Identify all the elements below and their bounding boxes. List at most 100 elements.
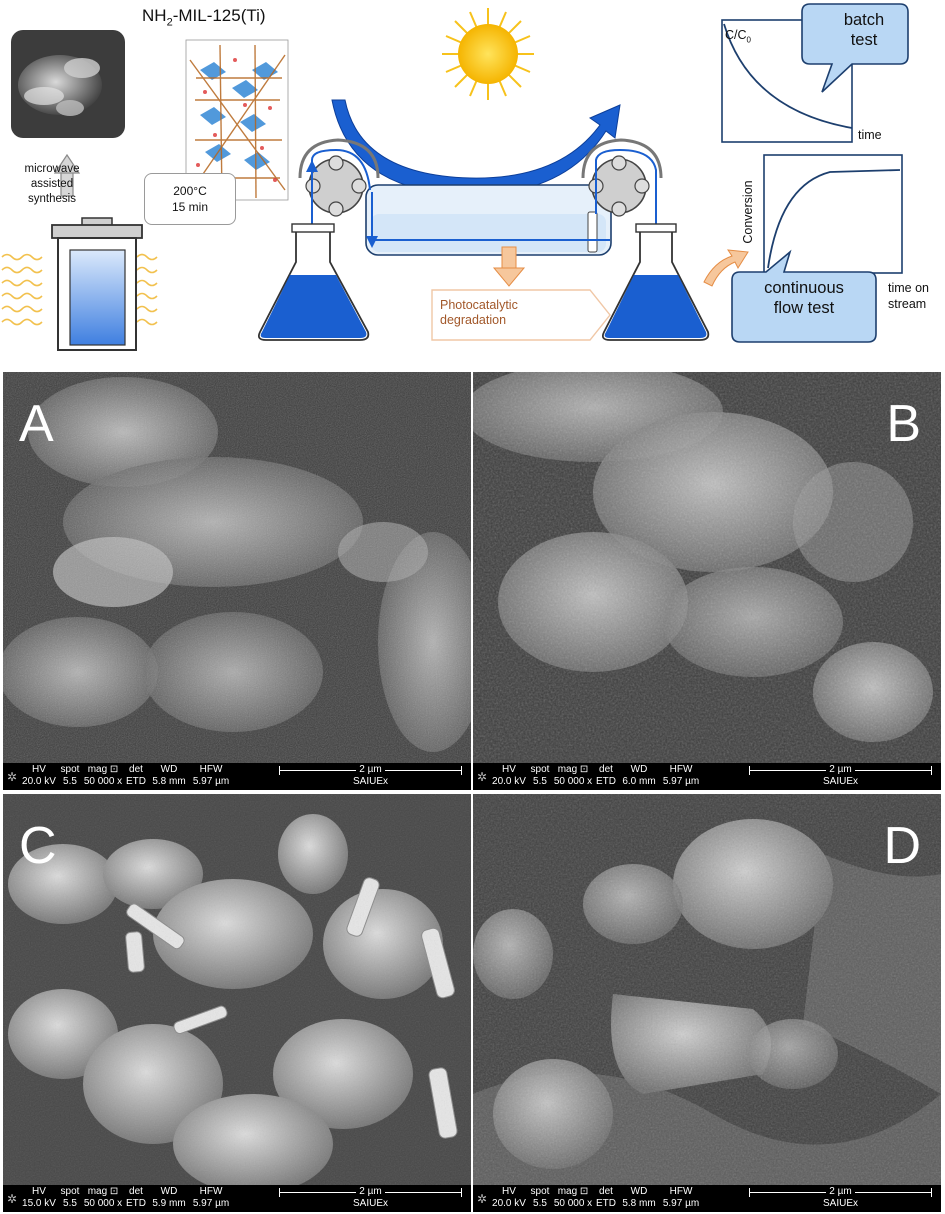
databar-header: HV bbox=[502, 764, 516, 775]
sem-thumbnail bbox=[11, 30, 125, 138]
databar-value: ETD bbox=[126, 1198, 146, 1209]
databar-header: det bbox=[129, 764, 143, 775]
databar-header: HV bbox=[32, 764, 46, 775]
databar-header: spot bbox=[60, 764, 80, 775]
databar-header: HV bbox=[32, 1186, 46, 1197]
databar-value: 5.5 bbox=[533, 1198, 547, 1209]
conditions-bubble: 200°C 15 min bbox=[144, 173, 236, 225]
sem-settings-icon: ✲ bbox=[477, 770, 488, 784]
instrument-label: SAIUEx bbox=[352, 776, 388, 787]
scale-bar-label: 2 µm bbox=[826, 1186, 855, 1197]
databar-value: 5.5 bbox=[533, 776, 547, 787]
flask-left-icon bbox=[257, 223, 370, 341]
databar-value: 5.97 µm bbox=[192, 1198, 230, 1209]
flow-plot bbox=[731, 154, 903, 343]
sem-panel-a: A ✲ HV spot mag ⊡ det WD HFW 20.0 kV 5.5… bbox=[3, 372, 471, 790]
peristaltic-pump-left-icon bbox=[298, 138, 380, 320]
databar-header: HFW bbox=[199, 764, 223, 775]
flow-reactor-icon bbox=[365, 184, 612, 256]
databar-header: det bbox=[129, 1186, 143, 1197]
databar-value: 20.0 kV bbox=[22, 776, 56, 787]
batch-callout: batch test bbox=[843, 11, 885, 49]
peristaltic-pump-right-icon bbox=[581, 138, 663, 274]
databar-header: spot bbox=[60, 1186, 80, 1197]
scale-bar: 2 µm SAIUEx bbox=[743, 763, 938, 790]
databar-header: mag ⊡ bbox=[557, 1186, 589, 1197]
panel-label: C bbox=[19, 817, 57, 875]
databar-value: 5.8 mm bbox=[152, 776, 186, 787]
databar-value: 5.97 µm bbox=[662, 776, 700, 787]
sem-image-grid: A ✲ HV spot mag ⊡ det WD HFW 20.0 kV 5.5… bbox=[0, 372, 945, 1214]
flow-ylabel: Conversion bbox=[741, 180, 755, 244]
databar-value: 15.0 kV bbox=[22, 1198, 56, 1209]
databar-value: 20.0 kV bbox=[492, 776, 526, 787]
scheme-drawing bbox=[1, 3, 909, 351]
scale-bar-label: 2 µm bbox=[356, 1186, 385, 1197]
databar-header: det bbox=[599, 1186, 613, 1197]
databar-header: HFW bbox=[199, 1186, 223, 1197]
scale-bar-label: 2 µm bbox=[356, 764, 385, 775]
databar-value: ETD bbox=[126, 776, 146, 787]
sem-image-d bbox=[473, 794, 941, 1212]
panel-label: D bbox=[883, 817, 921, 875]
batch-xlabel: time bbox=[858, 128, 882, 142]
databar-header: WD bbox=[630, 1186, 648, 1197]
databar-header: spot bbox=[530, 1186, 550, 1197]
databar-header: spot bbox=[530, 764, 550, 775]
databar-value: 5.9 mm bbox=[152, 1198, 186, 1209]
databar-value: 5.97 µm bbox=[192, 776, 230, 787]
microwave-waves-icon bbox=[1, 253, 158, 326]
sem-databar: ✲ HV spot mag ⊡ det WD HFW 20.0 kV 5.5 5… bbox=[473, 763, 941, 790]
instrument-label: SAIUEx bbox=[822, 776, 858, 787]
databar-value: 6.0 mm bbox=[622, 776, 656, 787]
sem-databar: ✲ HV spot mag ⊡ det WD HFW 20.0 kV 5.5 5… bbox=[3, 763, 471, 790]
light-arrow-icon bbox=[331, 99, 621, 196]
scale-bar: 2 µm SAIUEx bbox=[273, 1185, 468, 1212]
flask-right-icon bbox=[601, 223, 710, 341]
sem-settings-icon: ✲ bbox=[7, 770, 18, 784]
reactor-vessel-icon bbox=[51, 217, 143, 351]
sem-databar: ✲ HV spot mag ⊡ det WD HFW 15.0 kV 5.5 5… bbox=[3, 1185, 471, 1212]
synthesis-label: microwave assisted synthesis bbox=[24, 163, 80, 205]
sem-panel-b: B ✲ HV spot mag ⊡ det WD HFW 20.0 kV 5.5… bbox=[473, 372, 941, 790]
databar-value: 50 000 x bbox=[553, 776, 593, 787]
batch-ylabel: C/C0 bbox=[725, 28, 751, 45]
databar-header: mag ⊡ bbox=[557, 764, 589, 775]
instrument-label: SAIUEx bbox=[352, 1198, 388, 1209]
panel-label: A bbox=[19, 395, 54, 453]
panel-label: B bbox=[886, 395, 921, 453]
databar-header: mag ⊡ bbox=[87, 764, 119, 775]
sun-icon bbox=[442, 8, 534, 100]
degradation-label: Photocatalytic degradation bbox=[440, 298, 518, 327]
mof-label: NH2-MIL-125(Ti) bbox=[142, 6, 266, 29]
databar-header: WD bbox=[160, 764, 178, 775]
flow-xlabel: time on stream bbox=[888, 281, 929, 311]
batch-plot bbox=[721, 3, 909, 143]
databar-header: WD bbox=[160, 1186, 178, 1197]
databar-value: 5.97 µm bbox=[662, 1198, 700, 1209]
databar-header: HV bbox=[502, 1186, 516, 1197]
scale-bar: 2 µm SAIUEx bbox=[273, 763, 468, 790]
sem-image-b bbox=[473, 372, 941, 790]
result-arrow-icon bbox=[703, 249, 749, 287]
databar-value: 5.5 bbox=[63, 776, 77, 787]
scale-bar-label: 2 µm bbox=[826, 764, 855, 775]
scale-bar: 2 µm SAIUEx bbox=[743, 1185, 938, 1212]
databar-value: ETD bbox=[596, 1198, 616, 1209]
sem-settings-icon: ✲ bbox=[477, 1192, 488, 1206]
sem-panel-c: C ✲ HV spot mag ⊡ det WD HFW 15.0 kV 5.5… bbox=[3, 794, 471, 1212]
databar-value: 20.0 kV bbox=[492, 1198, 526, 1209]
databar-value: 5.5 bbox=[63, 1198, 77, 1209]
databar-value: 50 000 x bbox=[553, 1198, 593, 1209]
sem-image-c bbox=[3, 794, 471, 1212]
sem-image-a bbox=[3, 372, 471, 790]
databar-header: WD bbox=[630, 764, 648, 775]
databar-value: 50 000 x bbox=[83, 776, 123, 787]
sem-databar: ✲ HV spot mag ⊡ det WD HFW 20.0 kV 5.5 5… bbox=[473, 1185, 941, 1212]
sem-settings-icon: ✲ bbox=[7, 1192, 18, 1206]
databar-header: det bbox=[599, 764, 613, 775]
databar-value: 50 000 x bbox=[83, 1198, 123, 1209]
graphical-scheme: NH2-MIL-125(Ti) microwave assisted synth… bbox=[0, 0, 945, 362]
databar-header: HFW bbox=[669, 764, 693, 775]
sem-panel-d: D ✲ HV spot mag ⊡ det WD HFW 20.0 kV 5.5… bbox=[473, 794, 941, 1212]
